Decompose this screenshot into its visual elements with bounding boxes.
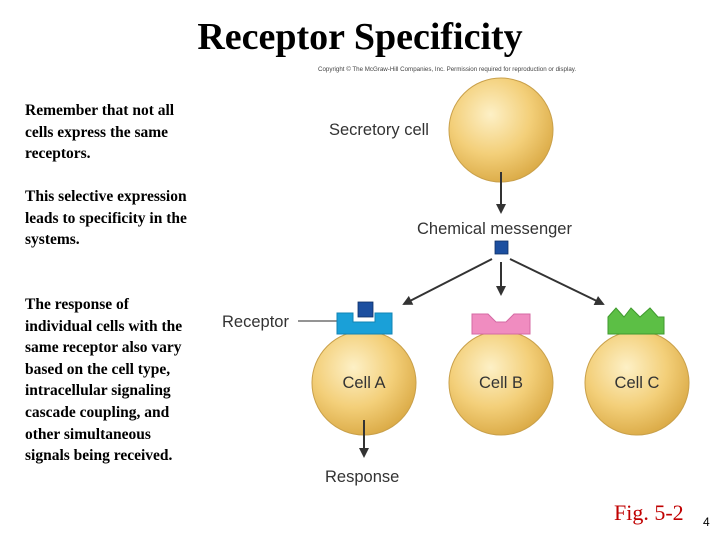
chemical-messenger-label: Chemical messenger [417, 220, 572, 238]
cell-b-label: Cell B [479, 374, 523, 392]
messenger-molecule [494, 240, 509, 255]
figure-label: Fig. 5-2 [614, 500, 684, 525]
slide-title: Receptor Specificity [197, 16, 523, 58]
cell-c-label: Cell C [615, 374, 660, 392]
arrow-to-cell-c [509, 258, 605, 306]
paragraph-receptors: Remember that not all cells express the … [25, 102, 175, 163]
paragraph-response: The response of individual cells with th… [25, 296, 183, 465]
secretory-cell [448, 77, 554, 183]
cell-a-label: Cell A [342, 374, 385, 392]
response-label: Response [325, 468, 399, 486]
arrow-to-cell-a [402, 258, 493, 305]
receptor-label: Receptor [222, 313, 289, 331]
receptor-a [336, 312, 393, 335]
page-number: 4 [703, 515, 710, 529]
receptor-c [607, 307, 665, 335]
copyright-notice: Copyright © The McGraw-Hill Companies, I… [318, 66, 577, 73]
paragraph-specificity: This selective expression leads to speci… [25, 188, 187, 249]
receptor-b [471, 313, 531, 335]
bound-messenger [357, 301, 374, 318]
secretory-cell-label: Secretory cell [329, 121, 429, 139]
